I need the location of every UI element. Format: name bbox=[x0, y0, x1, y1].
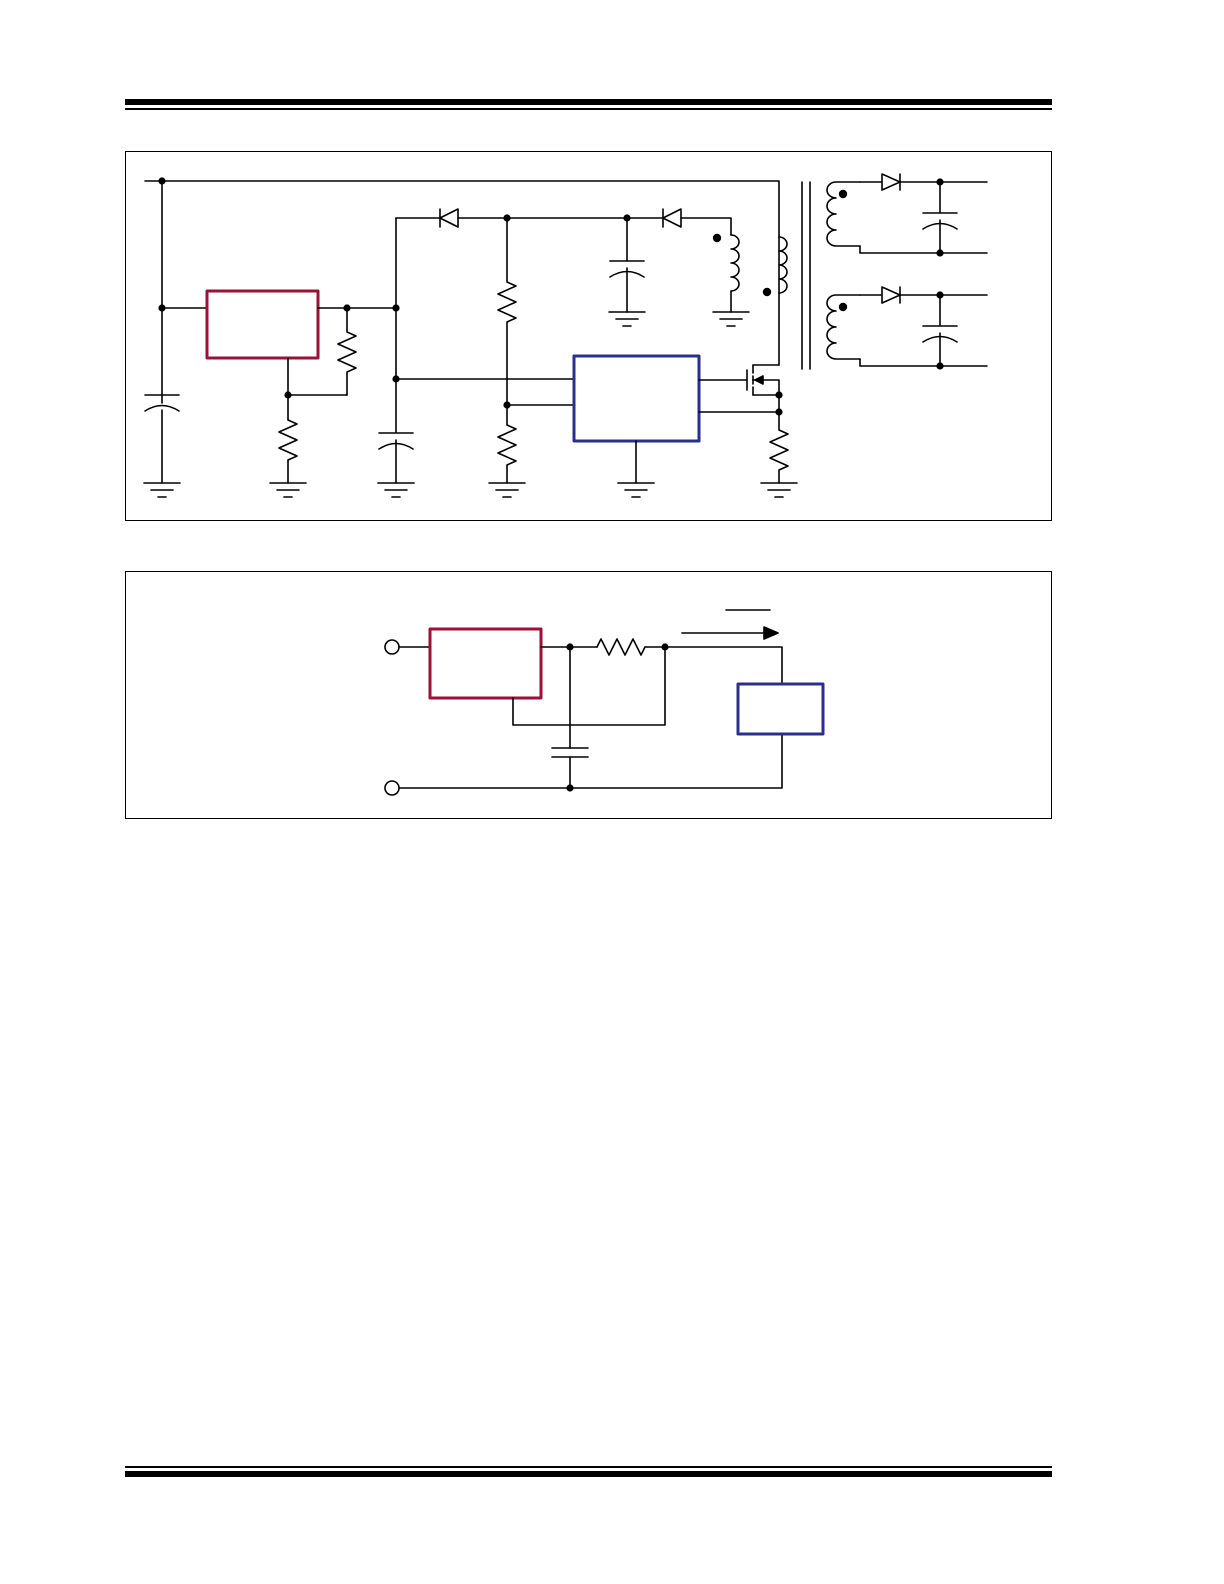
primary-winding-coil bbox=[778, 236, 788, 294]
header-rule-thick bbox=[125, 99, 1052, 105]
controller-block bbox=[572, 354, 701, 443]
divider-resistor-lower bbox=[497, 404, 517, 484]
secondary-2-coil bbox=[826, 294, 861, 360]
set-resistor bbox=[596, 638, 646, 656]
load-block bbox=[736, 682, 825, 736]
footer-rule-thick bbox=[125, 1471, 1052, 1477]
ground-symbol bbox=[269, 482, 307, 498]
figure-1-frame bbox=[125, 151, 1052, 521]
aux-diode-2 bbox=[662, 208, 682, 228]
secondary-1-return-wire bbox=[859, 245, 988, 254]
sense-resistor bbox=[769, 411, 789, 484]
input-rail-wire bbox=[144, 180, 780, 366]
regulator-block-2 bbox=[428, 627, 543, 700]
ground-symbol bbox=[760, 482, 798, 498]
adj-resistor-lower bbox=[278, 394, 298, 484]
aux-rail-wire-right bbox=[680, 217, 732, 236]
secondary-2-return-wire bbox=[859, 358, 988, 367]
flyback-circuit bbox=[143, 173, 988, 498]
junction-dots bbox=[566, 643, 669, 792]
ground-symbol bbox=[488, 482, 526, 498]
figure-2-frame bbox=[125, 571, 1052, 819]
footer-rule-thin bbox=[125, 1466, 1052, 1468]
adj-return-wire bbox=[512, 646, 666, 726]
regulator-load-circuit bbox=[384, 609, 825, 796]
aux-winding-coil bbox=[730, 234, 740, 292]
ground-terminal bbox=[384, 780, 400, 796]
header-rule-thin bbox=[125, 108, 1052, 110]
input-terminal bbox=[384, 639, 400, 655]
vdd-capacitor bbox=[378, 432, 414, 450]
load-feed-wire bbox=[644, 646, 783, 685]
ground-return-wire bbox=[398, 733, 783, 789]
mosfet-switch bbox=[746, 364, 780, 396]
secondary-1-coil bbox=[826, 181, 861, 247]
secondary-2-diode bbox=[881, 286, 901, 304]
ground-symbol bbox=[712, 311, 750, 327]
regulator-adj-wire bbox=[287, 357, 348, 396]
feedback-resistor-upper bbox=[337, 307, 357, 396]
aux-diode-1 bbox=[439, 208, 459, 228]
current-arrow bbox=[681, 626, 779, 640]
divider-resistor-upper bbox=[497, 217, 517, 406]
secondary-1-diode bbox=[881, 173, 901, 191]
ground-symbol bbox=[143, 482, 181, 498]
junction-dots bbox=[158, 177, 944, 416]
ground-symbol bbox=[608, 311, 646, 327]
winding-polarity-dots bbox=[712, 189, 848, 312]
input-capacitor bbox=[144, 394, 180, 412]
regulator-block bbox=[205, 289, 320, 360]
ground-symbol bbox=[377, 482, 415, 498]
ground-symbol bbox=[617, 482, 655, 498]
output-capacitor bbox=[551, 747, 589, 758]
